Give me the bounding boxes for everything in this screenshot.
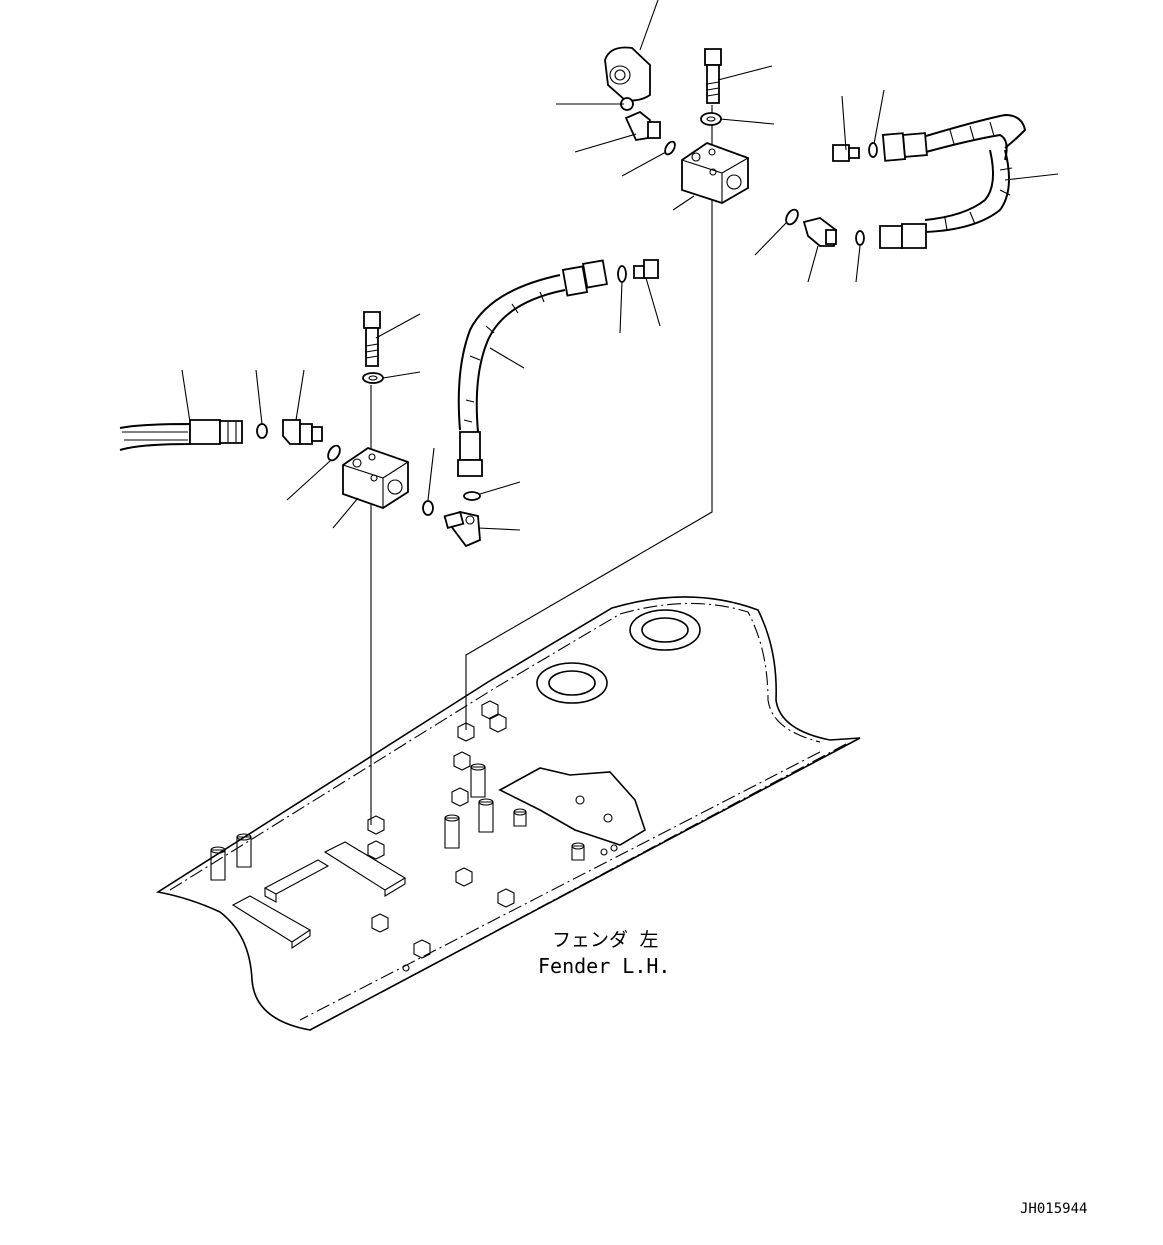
valve-block-right [682,143,748,203]
o-ring-left-3 [423,501,433,515]
hose-left-cut [120,420,242,450]
o-ring-mid [618,266,626,282]
o-ring-left-4 [464,492,480,500]
fender-label-jp: フェンダ 左 [552,929,658,951]
o-ring-right-2 [663,140,677,156]
elbow-left [283,420,322,444]
fender-rails [233,842,405,948]
elbow-right [804,218,836,246]
plug-mid [634,260,658,278]
fender-hole-2 [537,663,607,703]
plug-right [833,145,859,161]
fender-nuts [368,701,514,958]
fender-bracket [500,768,645,845]
assembly-lines [371,105,712,825]
washer-right [701,113,721,125]
leader-lines [182,0,1058,530]
bolt-right [705,49,721,103]
o-ring-left-2 [326,444,343,463]
elbow-left-lower [445,512,480,546]
hose-right [880,115,1025,248]
o-ring-right-4 [856,231,864,245]
valve-block-left [343,448,408,508]
hose-middle [458,260,607,476]
clamp-top [605,48,650,101]
fender-edge-dashed-1 [170,603,820,890]
o-ring-right-5 [869,143,877,157]
o-ring-right-3 [784,208,801,227]
fender-studs [211,764,584,880]
drawing-id: JH015944 [1020,1201,1087,1217]
fender-hole-1 [630,610,700,650]
bolt-left [364,312,380,366]
elbow-right-top [626,112,660,140]
fender-edge-dashed-3 [300,752,820,1020]
fender-outline [158,597,860,1030]
fender-label-en: Fender L.H. [538,954,670,978]
washer-left [363,373,383,383]
fender-lh [158,597,860,1030]
o-ring-left-1 [257,424,267,438]
fender-edge-dashed-2 [318,744,846,1026]
